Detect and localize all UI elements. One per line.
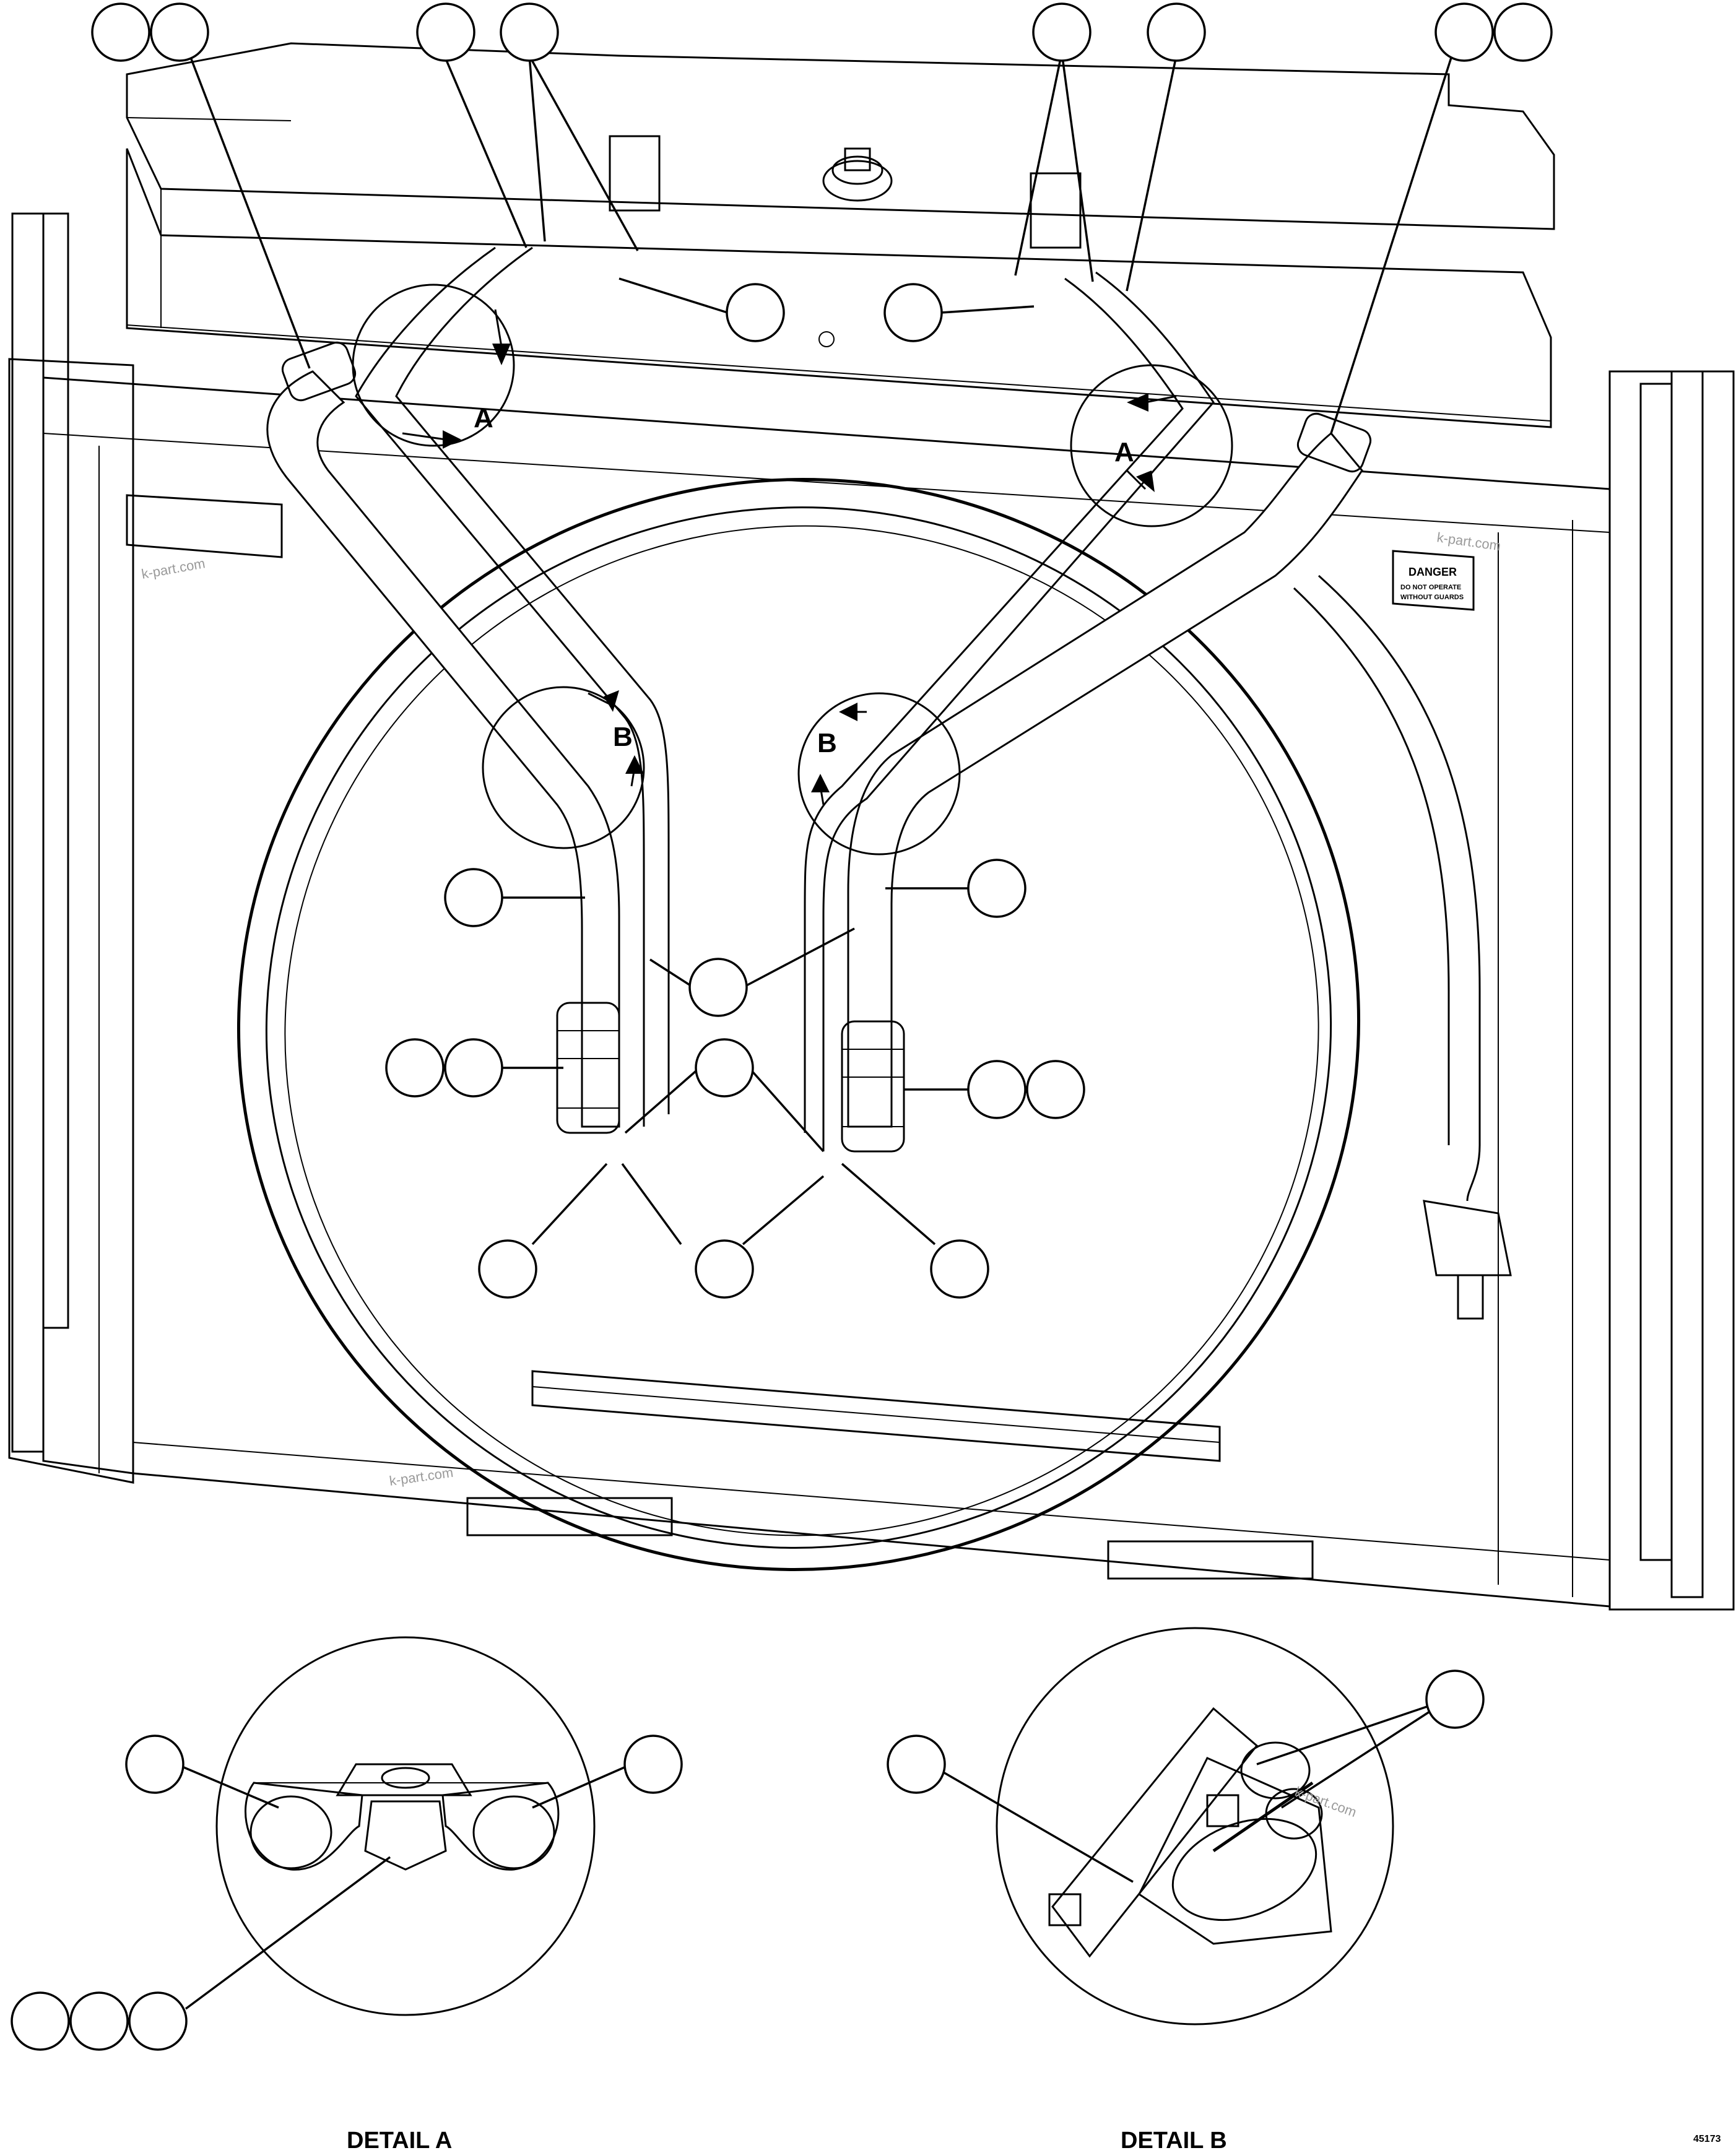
callout-balloon bbox=[69, 1991, 129, 2051]
hoses bbox=[266, 246, 1512, 1320]
callout-balloon bbox=[695, 1038, 754, 1098]
callout-balloon bbox=[1434, 2, 1494, 62]
callout-balloon bbox=[883, 283, 943, 342]
callout-balloon bbox=[444, 868, 503, 927]
danger-sign-line2: WITHOUT GUARDS bbox=[1400, 594, 1464, 601]
detail-marker-a-left: A bbox=[474, 403, 493, 433]
callout-balloon bbox=[128, 1991, 188, 2051]
detail-b: DETAIL B bbox=[887, 1627, 1485, 2153]
main-callouts bbox=[91, 2, 1553, 1299]
callout-balloon bbox=[967, 1060, 1026, 1119]
callout-balloon bbox=[688, 958, 748, 1017]
callout-balloon bbox=[623, 1735, 683, 1794]
detail-a: DETAIL A bbox=[11, 1636, 683, 2153]
danger-sign-title: DANGER bbox=[1408, 566, 1457, 578]
watermark: k-part.com bbox=[1436, 529, 1501, 553]
detail-circles: A A B B bbox=[352, 284, 1233, 856]
callout-balloon bbox=[726, 283, 785, 342]
danger-sign-line1: DO NOT OPERATE bbox=[1400, 584, 1461, 591]
drawing-number: 45173 bbox=[1693, 2134, 1721, 2144]
watermark: k-part.com bbox=[1293, 1783, 1358, 1820]
callout-balloon bbox=[1493, 2, 1553, 62]
callout-balloon bbox=[125, 1735, 184, 1794]
callout-balloon bbox=[695, 1239, 754, 1299]
leader-lines bbox=[188, 52, 1453, 1245]
watermark: k-part.com bbox=[141, 555, 207, 582]
detail-a-caption: DETAIL A bbox=[347, 2128, 452, 2153]
callout-balloon bbox=[416, 2, 475, 62]
detail-marker-b-right: B bbox=[817, 728, 837, 758]
callout-balloon bbox=[1032, 2, 1092, 62]
callout-balloon bbox=[91, 2, 150, 62]
callout-balloon bbox=[967, 859, 1026, 918]
callout-balloon bbox=[444, 1038, 503, 1098]
callout-balloon bbox=[930, 1239, 989, 1299]
fan-shroud-ring bbox=[237, 478, 1361, 1571]
callout-balloon bbox=[1026, 1060, 1085, 1119]
callout-balloon bbox=[478, 1239, 537, 1299]
detail-b-caption: DETAIL B bbox=[1121, 2128, 1227, 2153]
callout-balloon bbox=[887, 1735, 946, 1794]
callout-balloon bbox=[500, 2, 559, 62]
callout-balloon bbox=[1147, 2, 1206, 62]
detail-marker-a-right: A bbox=[1114, 437, 1134, 467]
top-tank bbox=[126, 42, 1555, 428]
detail-marker-b-left: B bbox=[613, 722, 633, 752]
callout-balloon bbox=[385, 1038, 445, 1098]
callout-balloon bbox=[11, 1991, 70, 2051]
callout-balloon bbox=[150, 2, 209, 62]
radiator-frame: DANGER DO NOT OPERATE WITHOUT GUARDS bbox=[8, 212, 1735, 1611]
watermark: k-part.com bbox=[388, 1465, 454, 1489]
callout-balloon bbox=[1425, 1670, 1485, 1729]
